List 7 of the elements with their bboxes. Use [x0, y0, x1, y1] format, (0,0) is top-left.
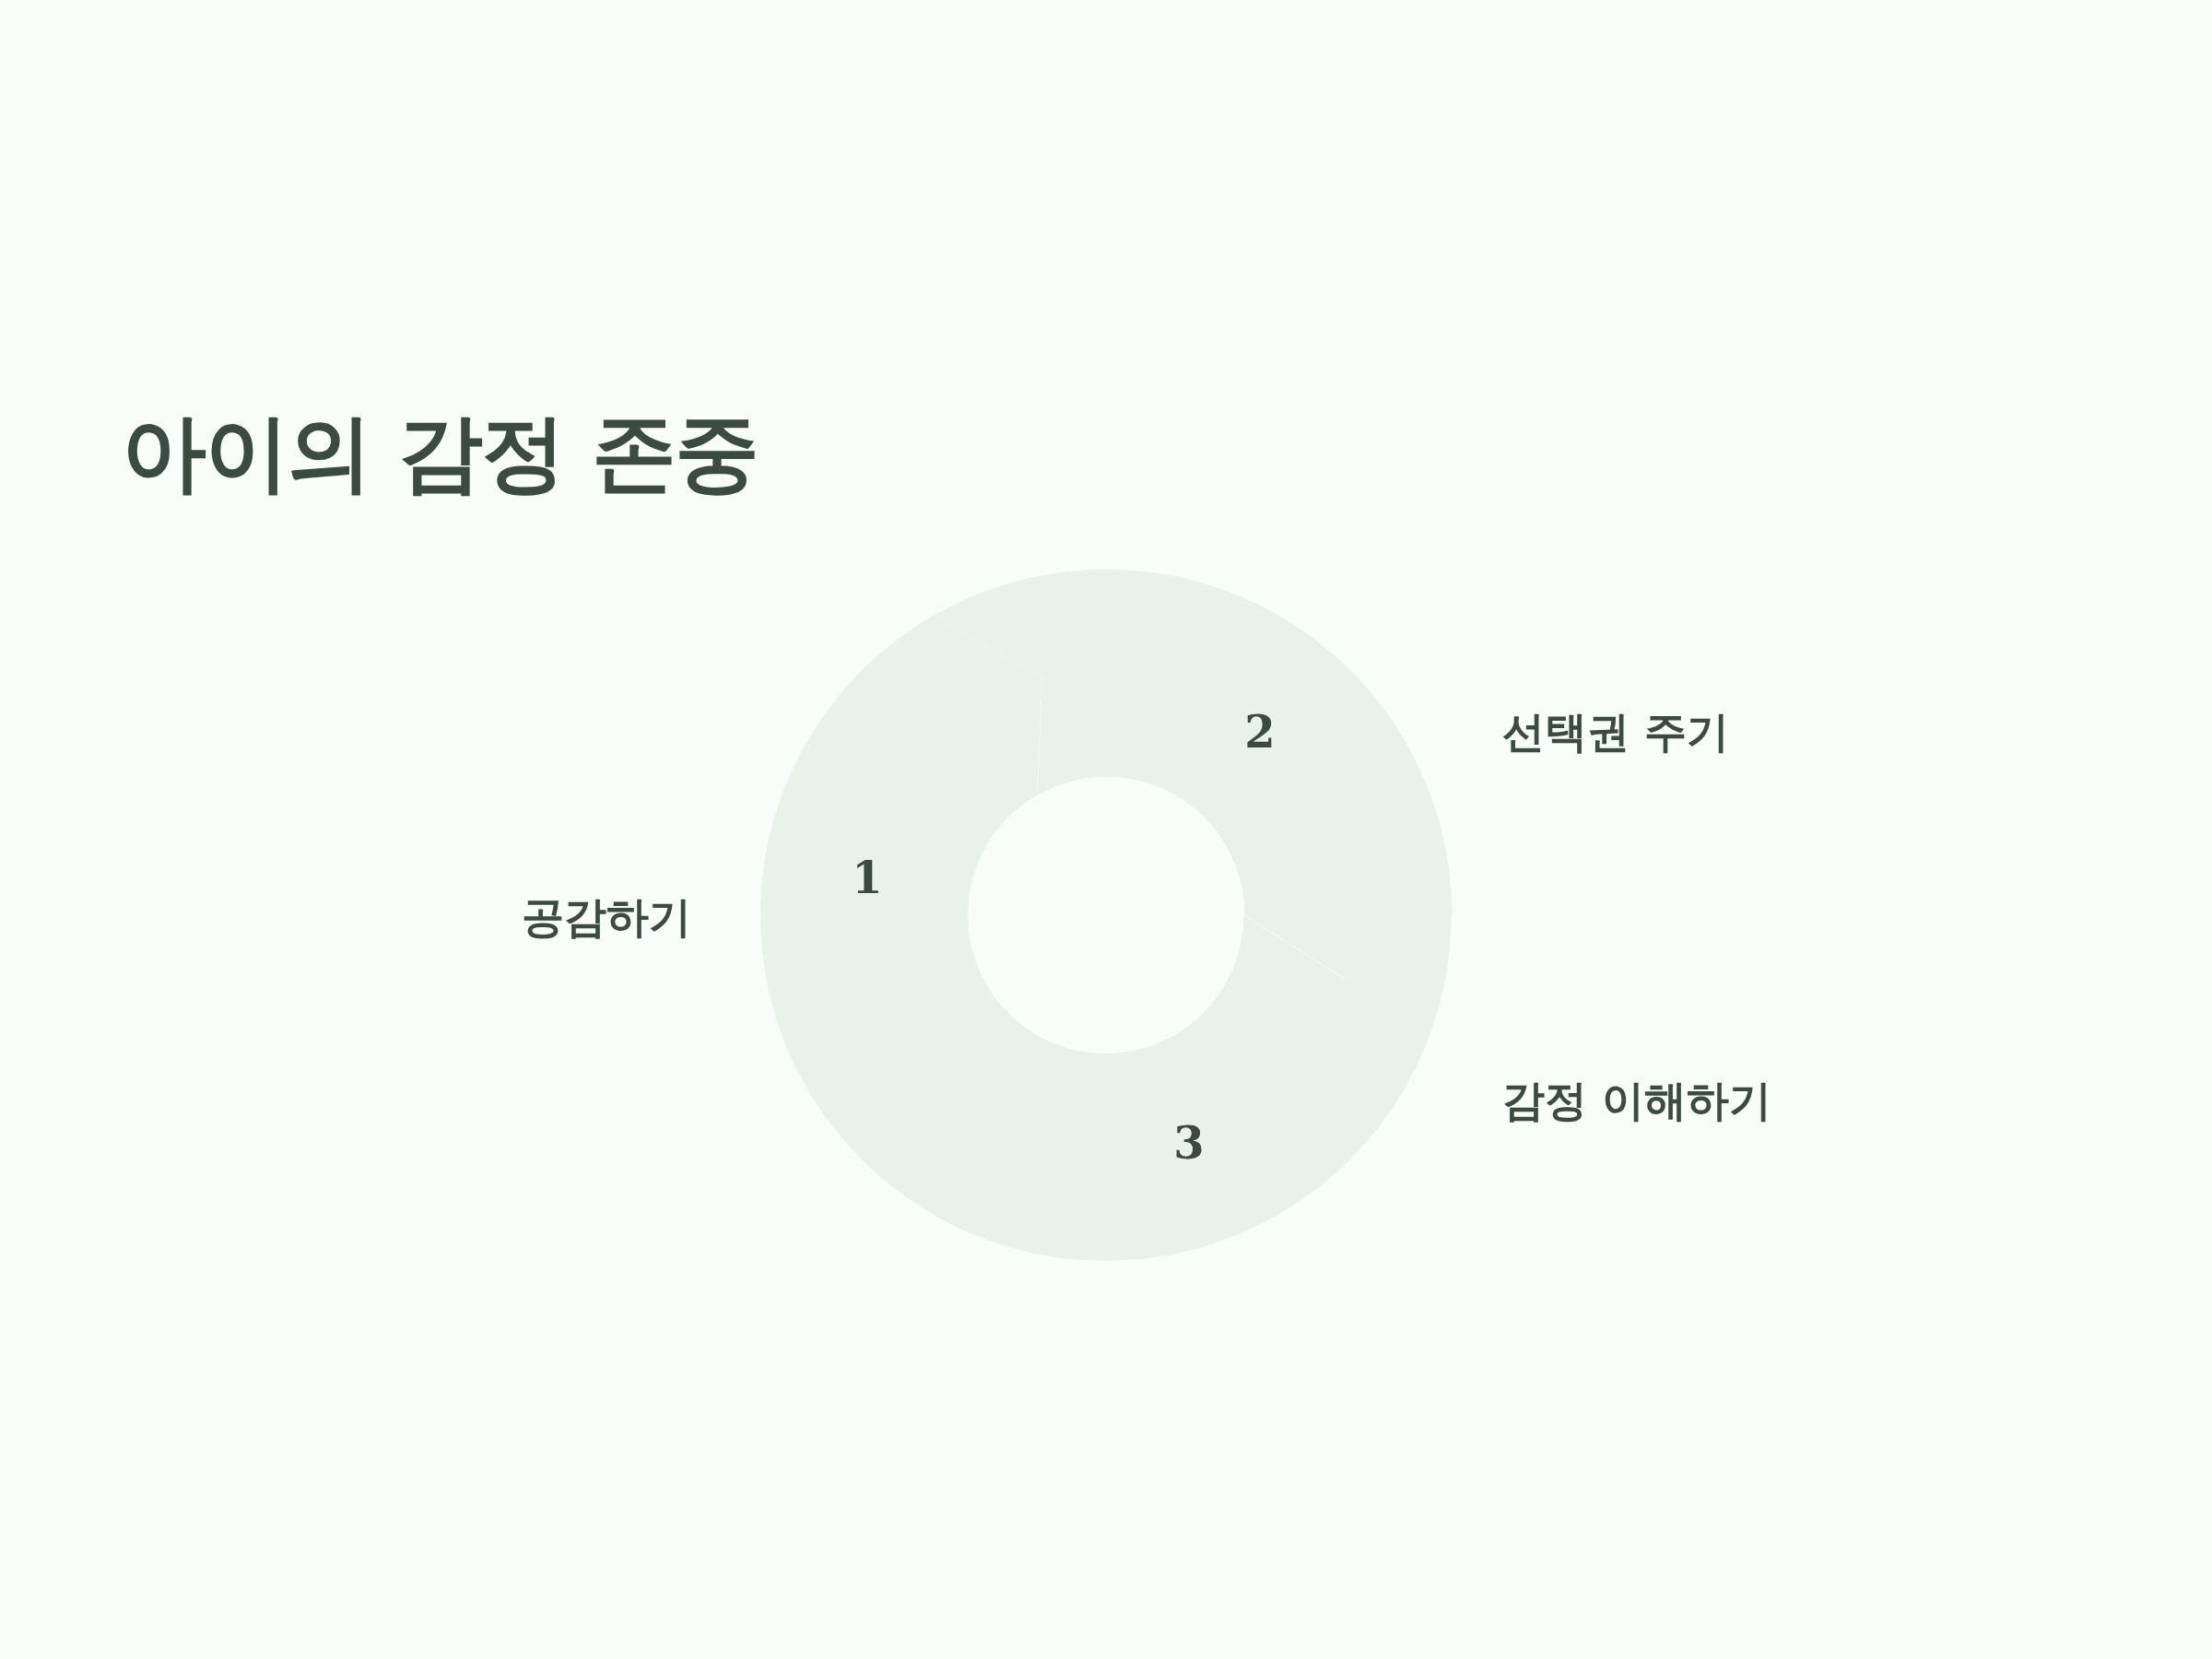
step-label: 선택권 주기 [1502, 706, 1729, 759]
step-label: 감정 이해하기 [1502, 1075, 1771, 1127]
step-number: 1 [852, 852, 883, 903]
title: 아이의 감정 존중 [122, 403, 759, 504]
step-number: 3 [1173, 1117, 1205, 1169]
step-number: 2 [1244, 706, 1276, 758]
step-label: 공감하기 [522, 891, 691, 944]
